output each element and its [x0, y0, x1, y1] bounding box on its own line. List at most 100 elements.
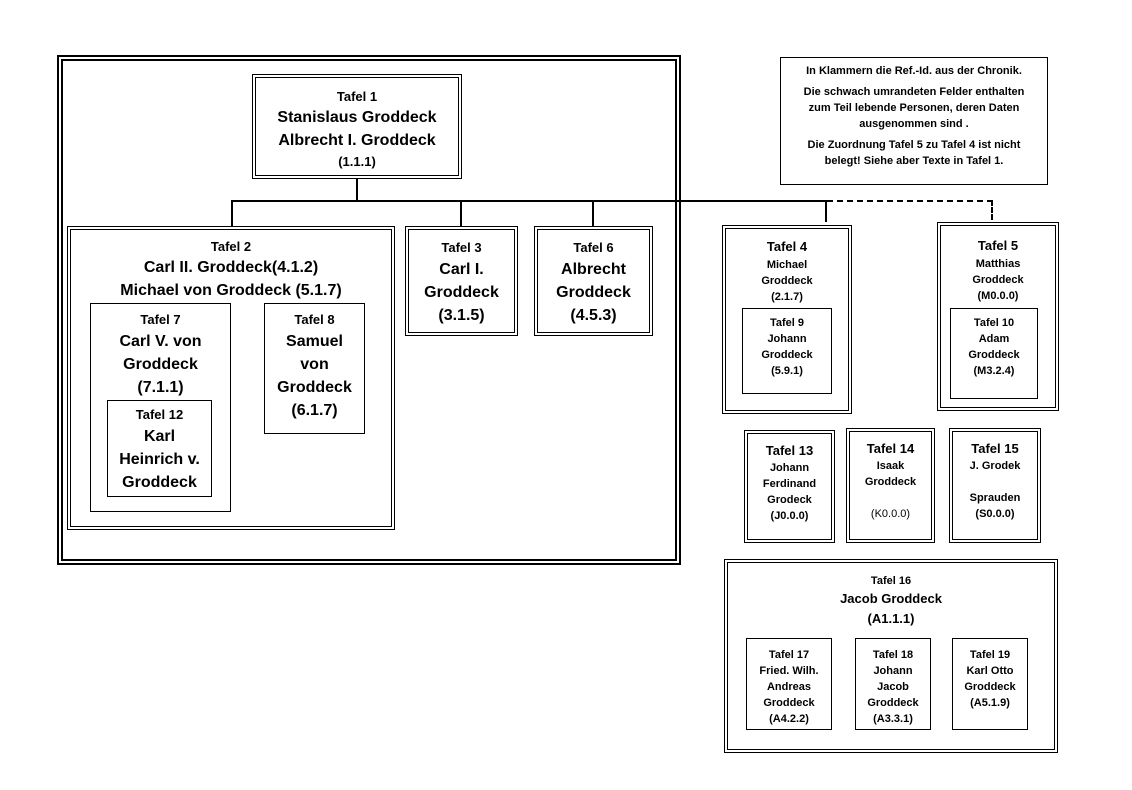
- tafel-10-box: Tafel 10 Adam Groddeck (M3.2.4): [950, 308, 1038, 399]
- tafel-label: Tafel 6: [573, 240, 614, 255]
- tafel-14-box: Tafel 14 Isaak Groddeck (K0.0.0): [846, 428, 935, 543]
- person-name: Karl Otto: [966, 665, 1014, 677]
- person-name: Carl V. von: [119, 333, 202, 350]
- tafel-label: Tafel 3: [441, 240, 482, 255]
- ref-id: (2.1.7): [771, 291, 803, 303]
- ref-id: (S0.0.0): [975, 508, 1015, 520]
- ref-id: (K0.0.0): [870, 508, 911, 520]
- tafel-label: Tafel 12: [135, 407, 184, 422]
- legend-line: ausgenommen sind .: [859, 118, 969, 130]
- ref-id: (5.9.1): [771, 365, 803, 377]
- ref-id: (7.1.1): [137, 379, 184, 396]
- person-name: Ferdinand: [762, 478, 817, 490]
- connector-horizontal: [231, 200, 827, 202]
- legend-line: In Klammern die Ref.-Id. aus der Chronik…: [806, 65, 1022, 77]
- legend-line: zum Teil lebende Personen, deren Daten: [808, 102, 1020, 114]
- tafel-label: Tafel 2: [210, 239, 252, 254]
- person-name: Albrecht I. Groddeck: [278, 132, 436, 149]
- connector-t1-down: [356, 178, 358, 202]
- ref-id: (4.5.3): [570, 307, 617, 324]
- tafel-label: Tafel 14: [866, 441, 915, 456]
- tafel-label: Tafel 15: [971, 441, 1019, 456]
- person-name: Michael: [766, 259, 808, 271]
- person-name: Jacob: [877, 681, 909, 693]
- person-name: Johann: [767, 333, 807, 345]
- tafel-15-box: Tafel 15 J. Grodek Sprauden (S0.0.0): [949, 428, 1041, 543]
- ref-id: (A5.1.9): [970, 697, 1010, 709]
- ref-id: (A3.3.1): [873, 713, 913, 725]
- ref-id: (A4.2.2): [769, 713, 809, 725]
- tafel-label: Tafel 9: [769, 317, 805, 329]
- person-name: Stanislaus Groddeck: [277, 109, 437, 126]
- tafel-3-box: Tafel 3 Carl I. Groddeck (3.1.5): [405, 226, 518, 336]
- tafel-label: Tafel 19: [969, 649, 1011, 661]
- ref-id: (6.1.7): [291, 402, 338, 419]
- tafel-label: Tafel 5: [977, 238, 1019, 253]
- tafel-label: Tafel 4: [766, 239, 808, 254]
- person-name: Heinrich v.: [119, 451, 200, 468]
- connector-t4: [825, 200, 827, 222]
- tafel-label: Tafel 16: [870, 575, 912, 587]
- person-name: Carl II. Groddeck(4.1.2): [143, 259, 319, 276]
- person-name: Groddeck: [761, 275, 813, 287]
- connector-t5-dashed: [827, 200, 993, 202]
- tafel-label: Tafel 1: [336, 89, 378, 104]
- person-name: Matthias: [975, 258, 1021, 270]
- tafel-17-box: Tafel 17 Fried. Wilh. Andreas Groddeck (…: [746, 638, 832, 730]
- connector-t5-dashed-down: [991, 200, 993, 220]
- tafel-label: Tafel 10: [973, 317, 1015, 329]
- person-name: Groddeck: [761, 349, 813, 361]
- person-name: Groddeck: [123, 356, 198, 373]
- person-name: Carl I.: [439, 261, 484, 278]
- tafel-19-box: Tafel 19 Karl Otto Groddeck (A5.1.9): [952, 638, 1028, 730]
- legend-line: Die schwach umrandeten Felder enthalten: [803, 86, 1025, 98]
- person-name: von: [300, 356, 329, 373]
- ref-id: (M3.2.4): [973, 365, 1015, 377]
- ref-id: (J0.0.0): [770, 510, 809, 522]
- person-name: Jacob Groddeck: [840, 591, 942, 606]
- person-name: Karl: [143, 428, 176, 445]
- person-name: Groddeck: [867, 697, 919, 709]
- person-name: Fried. Wilh.: [759, 665, 819, 677]
- tafel-1-box: Tafel 1 Stanislaus Groddeck Albrecht I. …: [252, 74, 462, 179]
- person-name: Samuel: [286, 333, 343, 350]
- person-name: Groddeck: [972, 274, 1024, 286]
- connector-t3: [460, 200, 462, 227]
- person-name: Andreas: [766, 681, 812, 693]
- person-name: Groddeck: [864, 476, 917, 488]
- ref-id: (M0.0.0): [977, 290, 1019, 302]
- tafel-label: Tafel 13: [765, 443, 814, 458]
- tafel-9-box: Tafel 9 Johann Groddeck (5.9.1): [742, 308, 832, 394]
- place-name: Sprauden: [969, 492, 1021, 504]
- person-name: Groddeck: [964, 681, 1016, 693]
- person-name: Michael von Groddeck (5.1.7): [120, 282, 342, 299]
- person-name: J. Grodek: [969, 460, 1021, 472]
- person-name: Groddeck: [556, 284, 631, 301]
- tafel-13-box: Tafel 13 Johann Ferdinand Grodeck (J0.0.…: [744, 430, 835, 543]
- person-name: Groddeck: [122, 474, 197, 491]
- person-name: Groddeck: [277, 379, 352, 396]
- legend-line: Die Zuordnung Tafel 5 zu Tafel 4 ist nic…: [807, 139, 1021, 151]
- ref-id: (A1.1.1): [867, 611, 915, 626]
- person-name: Groddeck: [968, 349, 1020, 361]
- ref-id: (3.1.5): [438, 307, 485, 324]
- connector-t6: [592, 200, 594, 227]
- person-name: Groddeck: [763, 697, 815, 709]
- person-name: Grodeck: [767, 494, 812, 506]
- person-name: Groddeck: [424, 284, 499, 301]
- person-name: Adam: [978, 333, 1010, 345]
- legend-line: belegt! Siehe aber Texte in Tafel 1.: [824, 155, 1004, 167]
- ref-id: (1.1.1): [338, 154, 376, 169]
- tafel-label: Tafel 18: [872, 649, 914, 661]
- tafel-label: Tafel 17: [768, 649, 810, 661]
- person-name: Johann: [873, 665, 913, 677]
- tafel-6-box: Tafel 6 Albrecht Groddeck (4.5.3): [534, 226, 653, 336]
- tafel-8-box: Tafel 8 Samuel von Groddeck (6.1.7): [264, 303, 365, 434]
- person-name: Johann: [769, 462, 810, 474]
- tafel-12-box: Tafel 12 Karl Heinrich v. Groddeck: [107, 400, 212, 497]
- legend-box: In Klammern die Ref.-Id. aus der Chronik…: [780, 57, 1048, 185]
- person-name: Isaak: [876, 460, 905, 472]
- tafel-label: Tafel 8: [294, 312, 335, 327]
- person-name: Albrecht: [561, 261, 626, 278]
- tafel-18-box: Tafel 18 Johann Jacob Groddeck (A3.3.1): [855, 638, 931, 730]
